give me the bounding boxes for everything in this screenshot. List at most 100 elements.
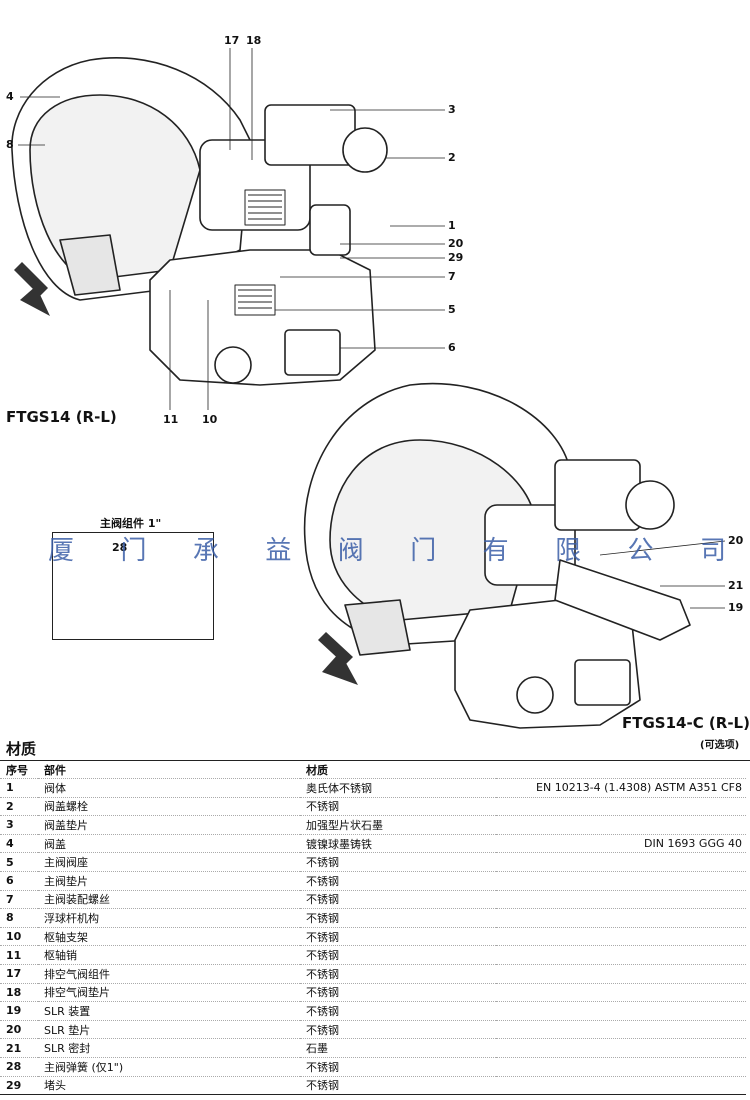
figure-area: 17 18 4 8 3 2 1 20 29 7 5 6 11 10 FTGS14… xyxy=(6,34,750,751)
callout-5: 5 xyxy=(448,303,456,316)
watermark-char: 厦 xyxy=(48,536,77,566)
cell-standard xyxy=(496,1075,746,1096)
table-header-row: 序号 部件 材质 xyxy=(0,762,746,779)
cell-no: 21 xyxy=(0,1038,38,1058)
watermark-char: 阀 xyxy=(337,536,366,566)
cell-part: SLR 垫片 xyxy=(38,1019,300,1039)
cell-standard xyxy=(496,1019,746,1039)
cell-standard xyxy=(496,963,746,984)
cell-material: 奥氏体不锈钢 xyxy=(300,778,496,798)
cell-no: 11 xyxy=(0,945,38,965)
cell-no: 28 xyxy=(0,1056,38,1076)
cell-no: 4 xyxy=(0,833,38,853)
cell-standard: EN 10213-4 (1.4308) ASTM A351 CF8 xyxy=(496,778,746,798)
watermark-char: 门 xyxy=(120,536,149,566)
callout-17: 17 xyxy=(224,34,240,47)
cell-material: 不锈钢 xyxy=(300,870,496,891)
cell-no: 8 xyxy=(0,908,38,928)
callout-7: 7 xyxy=(448,270,456,283)
cell-no: 29 xyxy=(0,1075,38,1096)
cell-material: 加强型片状石墨 xyxy=(300,815,496,835)
cell-material: 不锈钢 xyxy=(300,889,496,909)
cell-material: 不锈钢 xyxy=(300,1056,496,1076)
cell-material: 不锈钢 xyxy=(300,1019,496,1039)
materials-title: 材质 xyxy=(6,740,37,758)
cell-standard xyxy=(496,889,746,909)
cell-part: 主阀阀座 xyxy=(38,852,300,872)
header-material: 材质 xyxy=(306,764,328,777)
cell-standard xyxy=(496,982,746,1002)
cell-standard xyxy=(496,1001,746,1021)
watermark-char: 司 xyxy=(699,536,728,566)
cell-material: 不锈钢 xyxy=(300,963,496,984)
cell-material: 不锈钢 xyxy=(300,908,496,928)
cell-no: 17 xyxy=(0,963,38,984)
cell-material: 镀镍球墨铸铁 xyxy=(300,833,496,853)
cell-part: 主阀装配螺丝 xyxy=(38,889,300,909)
cell-part: 阀体 xyxy=(38,778,300,798)
watermark-char: 承 xyxy=(192,536,221,566)
header-standard xyxy=(496,762,746,779)
watermark-char: 益 xyxy=(265,536,294,566)
callout-1: 1 xyxy=(448,219,456,232)
header-no: 序号 xyxy=(6,764,28,777)
cell-part: 堵头 xyxy=(38,1075,300,1096)
ftgs14c-title: FTGS14-C (R-L) xyxy=(622,714,750,732)
cell-standard xyxy=(496,926,746,946)
cell-part: 主阀弹簧 (仅1") xyxy=(38,1056,300,1076)
cell-standard xyxy=(496,908,746,928)
cell-standard xyxy=(496,870,746,891)
cell-no: 3 xyxy=(0,815,38,835)
watermark-char: 门 xyxy=(410,536,439,566)
cell-standard xyxy=(496,852,746,872)
callout-21: 21 xyxy=(728,579,744,592)
cell-standard xyxy=(496,945,746,965)
cell-material: 不锈钢 xyxy=(300,926,496,946)
cell-no: 19 xyxy=(0,1001,38,1021)
cell-material: 不锈钢 xyxy=(300,945,496,965)
callout-10: 10 xyxy=(202,413,218,426)
callout-3: 3 xyxy=(448,103,456,116)
cell-part: SLR 装置 xyxy=(38,1001,300,1021)
inset-callout-28: 28 xyxy=(112,541,128,554)
cell-material: 不锈钢 xyxy=(300,982,496,1002)
cell-no: 1 xyxy=(0,778,38,798)
watermark-char: 限 xyxy=(555,536,584,566)
cell-part: 枢轴销 xyxy=(38,945,300,965)
cell-material: 不锈钢 xyxy=(300,852,496,872)
watermark: 厦 门 承 益 阀 门 有 限 公 司 xyxy=(48,530,728,567)
cell-part: 阀盖垫片 xyxy=(38,815,300,835)
cell-no: 18 xyxy=(0,982,38,1002)
cell-no: 5 xyxy=(0,852,38,872)
callout-29: 29 xyxy=(448,251,464,264)
cell-no: 10 xyxy=(0,926,38,946)
cell-material: 石墨 xyxy=(300,1038,496,1058)
cell-no: 2 xyxy=(0,796,38,816)
callout-18: 18 xyxy=(246,34,262,47)
cell-part: 主阀垫片 xyxy=(38,870,300,891)
cell-standard: DIN 1693 GGG 40 xyxy=(496,833,746,853)
watermark-char: 有 xyxy=(482,536,511,566)
cell-standard xyxy=(496,1056,746,1076)
cell-material: 不锈钢 xyxy=(300,796,496,816)
cell-part: 阀盖 xyxy=(38,833,300,853)
cell-part: SLR 密封 xyxy=(38,1038,300,1058)
cell-part: 排空气阀组件 xyxy=(38,963,300,984)
callout-4: 4 xyxy=(6,90,14,103)
cell-part: 排空气阀垫片 xyxy=(38,982,300,1002)
cell-standard xyxy=(496,796,746,816)
